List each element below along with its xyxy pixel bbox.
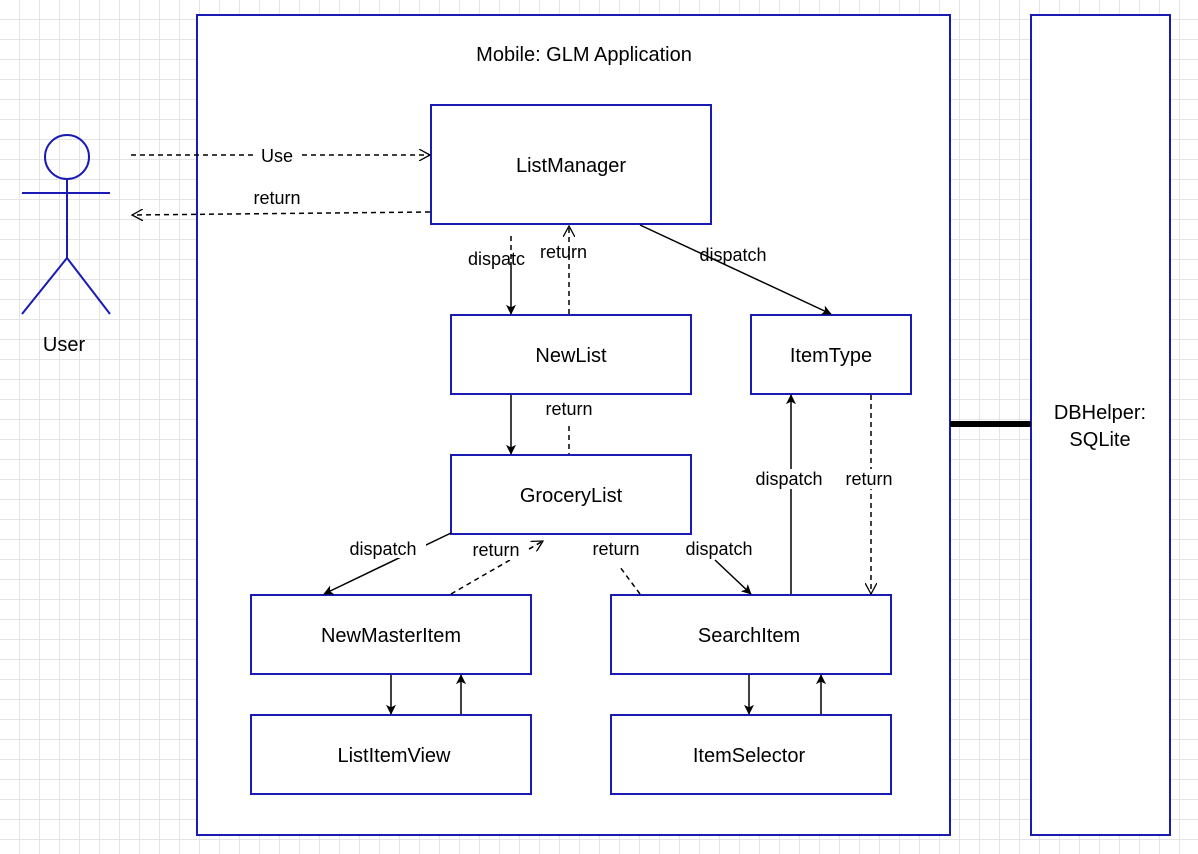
- dbhelper-label-line1: DBHelper:: [1054, 402, 1146, 424]
- actor-right-leg: [66, 257, 111, 315]
- searchitem-box: [610, 594, 892, 675]
- dispatch-search-arrow: [714, 559, 752, 595]
- newlist-label: NewList: [535, 345, 607, 367]
- listitemview-label: ListItemView: [337, 745, 451, 767]
- dispatch-newlist-label: dispatc: [468, 249, 525, 269]
- newlist-box: [450, 314, 692, 395]
- actor-label: User: [43, 334, 86, 356]
- listmanager-box: [430, 104, 712, 225]
- user-actor: [21, 134, 111, 315]
- return-newmaster-label: return: [472, 540, 519, 560]
- listitemview-box: [250, 714, 532, 795]
- itemtype-label: ItemType: [790, 345, 872, 367]
- dbhelper-box: [1030, 14, 1171, 836]
- return-search-label: return: [592, 539, 639, 559]
- dispatch-itemtype-arrow: [639, 224, 832, 315]
- dispatch-newmaster-arrow: [323, 532, 452, 595]
- return-to-user-arrow: [132, 212, 431, 215]
- return-to-user-label: return: [253, 188, 300, 208]
- use-label: Use: [261, 146, 293, 166]
- return-itemtype-label: return: [845, 469, 892, 489]
- dbhelper-label-line2: SQLite: [1069, 429, 1130, 451]
- dispatch-itemtype-from-search-label: dispatch: [755, 469, 822, 489]
- dispatch-search-label-bg: [747, 469, 831, 489]
- itemtype-box: [750, 314, 912, 395]
- use-label-bg: [254, 145, 300, 165]
- dispatch-newmaster-label-bg: [340, 538, 426, 558]
- itemselector-label: ItemSelector: [693, 745, 806, 767]
- listmanager-label: ListManager: [516, 155, 626, 177]
- container-title: Mobile: GLM Application: [476, 44, 692, 66]
- return-itemtype-label-bg: [838, 469, 900, 489]
- grocerylist-box: [450, 454, 692, 535]
- grocerylist-label: GroceryList: [520, 485, 623, 507]
- dispatch-search-label: dispatch: [685, 539, 752, 559]
- actor-head: [44, 134, 90, 180]
- dispatch-itemtype-label: dispatch: [699, 245, 766, 265]
- newmasteritem-label: NewMasterItem: [321, 625, 461, 647]
- return-newlist-label: return: [540, 242, 587, 262]
- newmasteritem-box: [250, 594, 532, 675]
- return-newmaster-label-bg: [466, 540, 526, 560]
- dispatch-newmaster-label: dispatch: [349, 539, 416, 559]
- itemselector-box: [610, 714, 892, 795]
- return-grocery-label: return: [545, 399, 592, 419]
- actor-left-leg: [21, 257, 68, 315]
- return-search-line: [619, 566, 641, 595]
- searchitem-label: SearchItem: [698, 625, 800, 647]
